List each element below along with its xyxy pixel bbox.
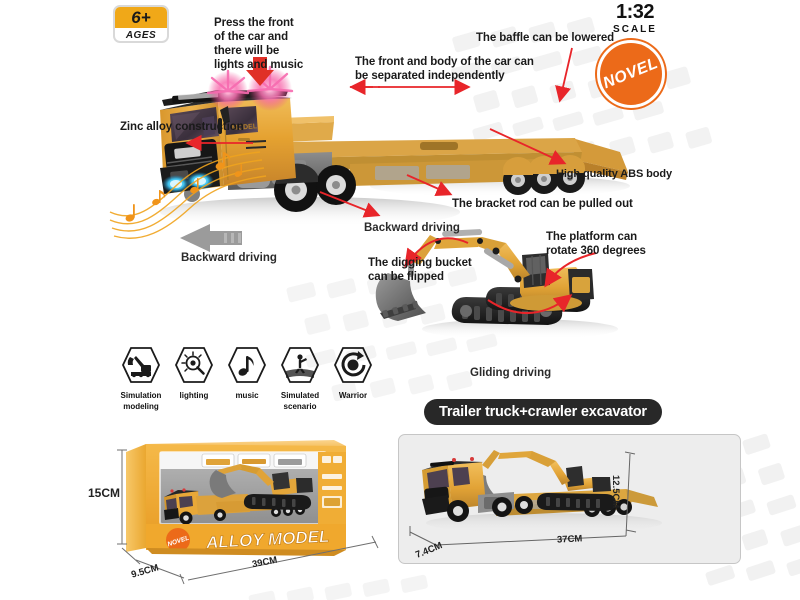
rotating-warrior-icon [330,344,376,386]
arrow-platform-rotate-top [544,252,597,288]
music-notes-illustration [109,151,267,239]
panel-product-illustration [422,450,662,533]
callout-platform-rotate: The platform can rotate 360 degrees [546,231,646,258]
ages-badge: 6+ AGES [113,5,169,43]
lightbulb-icon [171,344,217,386]
scale-word: SCALE [613,24,657,35]
worker-scene-icon [277,344,323,386]
box-window-excavator [209,464,313,510]
package-box-illustration: NOVEL ALLOY MODEL [126,440,346,556]
feature-simulated-scenario: Simulated scenario [277,344,323,413]
callout-abs-body: High quality ABS body [556,168,673,180]
callout-digging-bucket: The digging bucket can be flipped [368,257,472,284]
label-backward-driving-left: Backward driving [181,252,277,264]
feature-label: lighting [179,391,209,400]
scale-value: 1:32 [615,1,655,23]
feature-simulation-modeling: Simulation modeling [118,344,164,413]
feature-label: Simulated scenario [280,391,320,411]
arrow-platform-rotate-bottom [487,294,573,314]
callout-press-front: Press the front of the car and there wil… [214,17,304,72]
label-gliding-driving: Gliding driving [470,367,552,379]
box-dim-height: 15CM [88,486,121,500]
panel-dim-width: 37CM [556,533,583,546]
feature-warrior: Warrior [330,344,376,413]
feature-lighting: lighting [171,344,217,413]
label-backward-driving-right: Backward driving [364,222,460,234]
feature-label: Simulation modeling [120,391,162,411]
music-note-icon [224,344,270,386]
callout-baffle-lowered: The baffle can be lowered [476,32,615,44]
excavator-icon [118,344,164,386]
callout-zinc-alloy: Zinc alloy construction [120,121,244,133]
arrow-digging-bucket [404,237,469,268]
novel-badge: NOVEL [597,40,665,108]
ages-value: 6+ [115,7,167,28]
arrow-abs-body [489,128,567,165]
callout-bracket-rod: The bracket rod can be pulled out [452,198,633,210]
panel-dimension-guides [409,451,637,547]
callout-arrows-layer [185,47,597,314]
backward-driving-arrow-left [180,224,242,252]
arrow-press-front [246,57,274,86]
light-flash-left [206,69,250,111]
svg-text:MODEL: MODEL [232,123,258,132]
feature-icon-row: Simulation modeling [118,344,380,413]
box-dimension-guides [117,449,379,585]
arrow-baffle [555,47,573,103]
section-title-text: Trailer truck+crawler excavator [439,404,647,420]
feature-label: music [235,391,259,400]
panel-dim-height: 12.5CM [610,475,621,509]
feature-label: Warrior [338,391,368,400]
arrow-bracket-rod [406,174,453,196]
arrow-backward-driving-right [319,191,381,218]
callout-front-body-sep: The front and body of the car can be sep… [355,56,534,83]
ages-word: AGES [125,30,157,41]
section-title-pill: Trailer truck+crawler excavator [424,399,662,425]
feature-music: music [224,344,270,413]
scale-block: 1:32 SCALE [600,2,670,37]
